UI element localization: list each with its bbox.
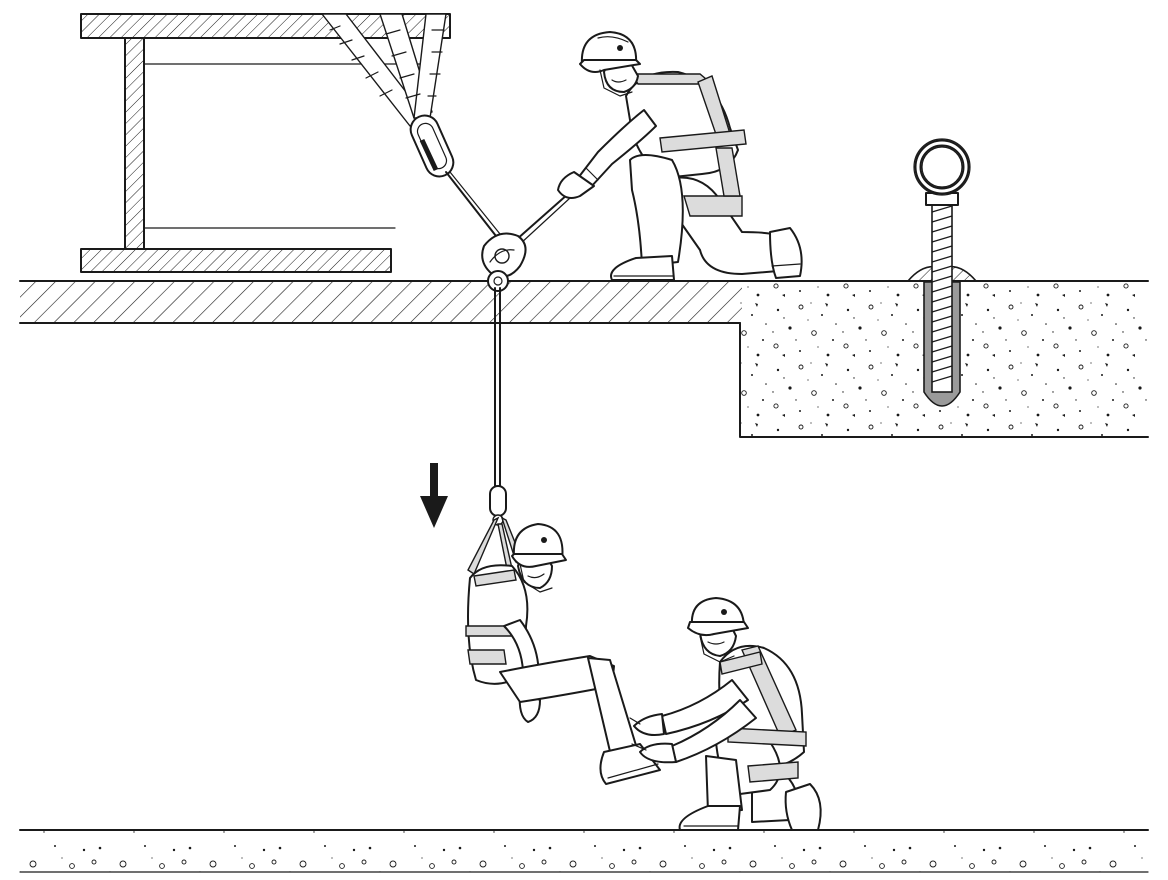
- upper-floor-slab: [19, 280, 743, 324]
- lowering-rope: [494, 287, 501, 489]
- haul-rope: [515, 193, 571, 245]
- carabiner: [409, 114, 455, 178]
- descent-arrow: [420, 463, 448, 528]
- anchor-line: [445, 171, 501, 237]
- rescue-descender-device: [481, 232, 527, 292]
- receiving-rescuer: [629, 597, 822, 831]
- sling-webbing: [321, 13, 447, 127]
- suspended-casualty: [465, 516, 661, 785]
- lower-ground: [19, 829, 1149, 873]
- lower-connector: [489, 485, 507, 526]
- anchor-eye-bolt: [906, 138, 978, 407]
- kneeling-rescuer: [557, 31, 803, 281]
